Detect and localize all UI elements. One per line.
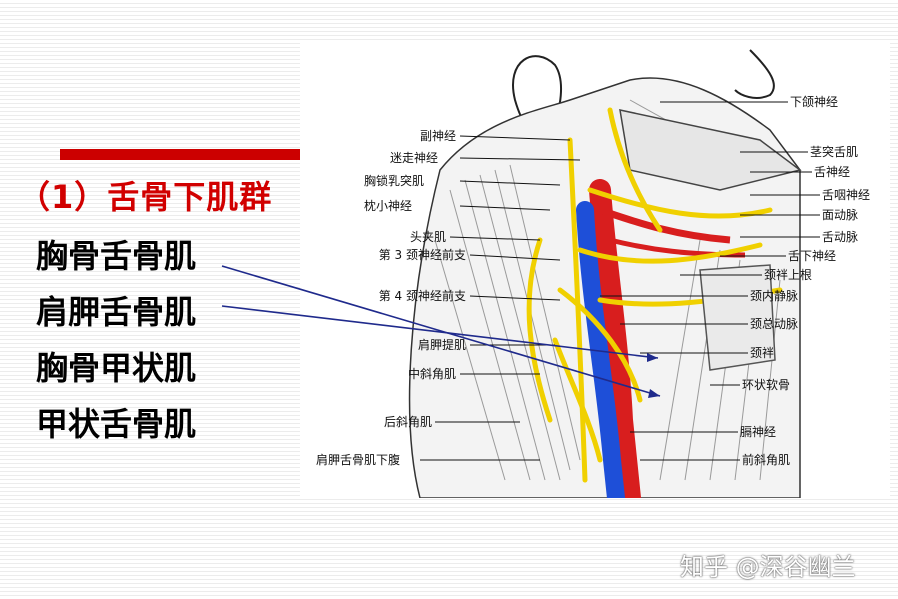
label-splenius-capitis: 头夹肌 (410, 230, 446, 244)
muscle-item: 胸骨甲状肌 (36, 349, 197, 387)
muscle-item: 甲状舌骨肌 (36, 405, 197, 443)
label-lesser-occipital-nerve: 枕小神经 (364, 198, 412, 213)
label-vagus-nerve: 迷走神经 (390, 151, 438, 165)
label-facial-artery: 面动脉 (822, 207, 858, 222)
label-accessory-nerve: 副神经 (420, 129, 456, 143)
label-omohyoid-inferior-belly: 肩胛舌骨肌下腹 (316, 452, 400, 467)
facial-artery-branch (598, 206, 731, 244)
watermark: 知乎 @深谷幽兰 (680, 553, 856, 581)
muscle-item: 胸骨舌骨肌 (36, 237, 197, 275)
right-label-group: 下颌神经 茎突舌肌 舌神经 舌咽神经 面动脉 舌动脉 舌下神经 颈袢上根 颈内静… (740, 94, 870, 467)
title-accent-bar (60, 149, 300, 160)
label-ansa-superior-root: 颈袢上根 (764, 267, 812, 282)
label-posterior-scalene: 后斜角肌 (384, 415, 432, 429)
label-anterior-scalene: 前斜角肌 (742, 452, 790, 467)
label-sternocleidomastoid: 胸锁乳突肌 (364, 173, 424, 188)
label-middle-scalene: 中斜角肌 (408, 366, 456, 381)
muscle-list: 胸骨舌骨肌 肩胛舌骨肌 胸骨甲状肌 甲状舌骨肌 (36, 228, 196, 452)
label-c4-anterior-branch: 第 4 颈神经前支 (379, 288, 466, 303)
section-title: （1）舌骨下肌群 (18, 178, 273, 216)
label-ansa-cervicalis: 颈袢 (750, 345, 774, 360)
label-mandibular-nerve: 下颌神经 (790, 94, 838, 109)
label-glossopharyngeal-nerve: 舌咽神经 (822, 188, 870, 202)
nose-shape (734, 49, 775, 99)
anatomy-illustration: 副神经 迷走神经 胸锁乳突肌 枕小神经 头夹肌 第 3 颈神经前支 第 4 颈神… (316, 49, 870, 498)
label-hypoglossal-nerve: 舌下神经 (788, 249, 836, 263)
label-lingual-artery: 舌动脉 (822, 229, 858, 244)
mandible-region (619, 109, 802, 191)
label-levator-scapulae: 肩胛提肌 (418, 337, 466, 352)
neck-anatomy-figure: 副神经 迷走神经 胸锁乳突肌 枕小神经 头夹肌 第 3 颈神经前支 第 4 颈神… (300, 40, 890, 498)
label-cricoid-cartilage: 环状软骨 (742, 378, 790, 392)
label-internal-jugular-vein: 颈内静脉 (750, 288, 798, 303)
muscle-item: 肩胛舌骨肌 (36, 293, 197, 331)
label-phrenic-nerve: 膈神经 (740, 425, 776, 439)
cartilage-region (699, 264, 776, 371)
label-lingual-nerve: 舌神经 (814, 165, 850, 179)
label-styloglossus: 茎突舌肌 (810, 144, 858, 159)
label-c3-anterior-branch: 第 3 颈神经前支 (379, 247, 466, 262)
label-common-carotid-artery: 颈总动脉 (750, 316, 798, 331)
